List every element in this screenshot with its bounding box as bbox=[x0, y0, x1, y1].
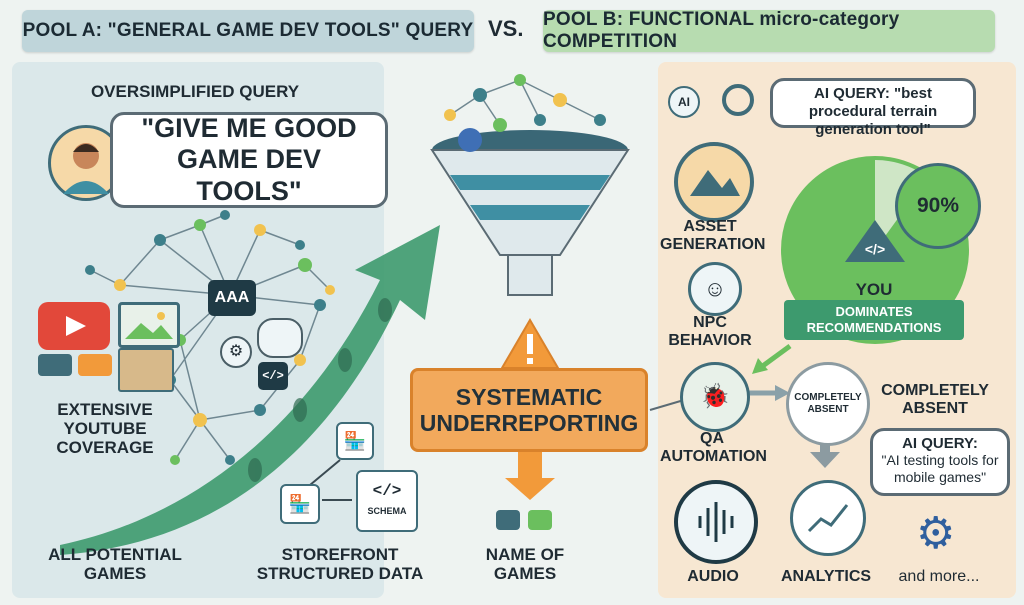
aaa-node: AAA bbox=[208, 280, 256, 316]
and-more-label: and more... bbox=[898, 568, 980, 585]
percent-label: 90% bbox=[916, 194, 960, 217]
growth-arrow bbox=[60, 225, 440, 555]
waveform-icon bbox=[698, 502, 734, 542]
ai-query-bubble-2: AI QUERY: "AI testing tools for mobile g… bbox=[870, 428, 1010, 496]
video-thumb-icon-2 bbox=[78, 354, 112, 376]
footprints bbox=[248, 298, 392, 482]
code-node-icon: </> bbox=[258, 362, 288, 390]
you-label: YOU bbox=[855, 280, 893, 299]
dominates-banner: DOMINATES RECOMMENDATIONS bbox=[784, 300, 964, 340]
terrain-icon bbox=[845, 220, 905, 262]
svg-text:</>: </> bbox=[865, 241, 885, 257]
storefront-icon-2: 🏪 bbox=[280, 484, 320, 524]
percent-badge: 90% bbox=[895, 163, 981, 249]
absent-small-label: COMPLETELY ABSENT bbox=[794, 392, 862, 415]
cloud-icon bbox=[257, 318, 303, 358]
game-icon bbox=[496, 510, 520, 530]
pool-a-header: POOL A: "GENERAL GAME DEV TOOLS" QUERY bbox=[22, 10, 474, 52]
asset-generation-icon bbox=[674, 142, 754, 222]
audio-icon bbox=[674, 480, 758, 564]
person-icon bbox=[63, 143, 109, 194]
ai-head-icon: AI bbox=[668, 86, 700, 118]
vs-label: VS. bbox=[488, 16, 524, 41]
query-quote-text: "GIVE ME GOOD GAME DEV TOOLS" bbox=[141, 113, 357, 206]
completely-absent-label: COMPLETELY ABSENT bbox=[881, 382, 989, 417]
audio-label: AUDIO bbox=[687, 568, 739, 585]
ai-query-1-text: AI QUERY: "best procedural terrain gener… bbox=[808, 85, 938, 138]
schema-document-icon: </> SCHEMA bbox=[356, 470, 418, 532]
analytics-icon bbox=[790, 480, 866, 556]
ai-query-2-text: "AI testing tools for mobile games" bbox=[881, 452, 999, 485]
gear-icon: ⚙ bbox=[916, 509, 956, 558]
arrow-to-qa bbox=[758, 343, 792, 371]
bug-map-icon: 🐞 bbox=[680, 362, 750, 432]
schema-label: SCHEMA bbox=[367, 506, 407, 516]
pool-b-header: POOL B: FUNCTIONAL micro-category COMPET… bbox=[543, 9, 995, 52]
map-image-icon bbox=[118, 348, 174, 392]
underreporting-box: SYSTEMATIC UNDERREPORTING bbox=[410, 368, 648, 452]
all-potential-games-label: ALL POTENTIAL GAMES bbox=[48, 545, 182, 584]
gear-node-icon: ⚙ bbox=[220, 336, 252, 368]
analytics-label: ANALYTICS bbox=[780, 568, 872, 585]
youtube-coverage-label: EXTENSIVE YOUTUBE COVERAGE bbox=[56, 400, 154, 458]
query-speech-bubble: "GIVE ME GOOD GAME DEV TOOLS" bbox=[110, 112, 388, 208]
youtube-play-icon bbox=[38, 302, 110, 350]
npc-behavior-label: NPC BEHAVIOR bbox=[668, 314, 752, 349]
image-icon bbox=[118, 302, 180, 348]
code-icon: </> bbox=[372, 482, 402, 500]
absent-circle: COMPLETELY ABSENT bbox=[786, 362, 870, 446]
game-icon-2 bbox=[528, 510, 552, 530]
qa-automation-label: QA AUTOMATION bbox=[660, 430, 767, 465]
funnel bbox=[430, 130, 630, 296]
npc-face-icon: ☺ bbox=[688, 262, 742, 316]
ai-query-bubble-1: AI QUERY: "best procedural terrain gener… bbox=[770, 78, 976, 138]
storefront-icon: 🏪 bbox=[336, 422, 374, 460]
mountain-icon bbox=[690, 170, 740, 196]
video-thumb-icon bbox=[38, 354, 72, 376]
storefront-data-label: STOREFRONT STRUCTURED DATA bbox=[256, 545, 424, 584]
line-chart-icon bbox=[807, 504, 849, 533]
magnifier-icon bbox=[722, 84, 754, 116]
warning-icon bbox=[500, 318, 560, 369]
down-arrow bbox=[505, 450, 555, 500]
asset-generation-label: ASSET GENERATION bbox=[660, 218, 766, 253]
oversimplified-query-label: OVERSIMPLIFIED QUERY bbox=[90, 82, 300, 101]
ai-query-2-title: AI QUERY: bbox=[902, 435, 978, 452]
underreporting-label: SYSTEMATIC UNDERREPORTING bbox=[419, 383, 639, 436]
name-of-games-label: NAME OF GAMES bbox=[485, 545, 565, 584]
